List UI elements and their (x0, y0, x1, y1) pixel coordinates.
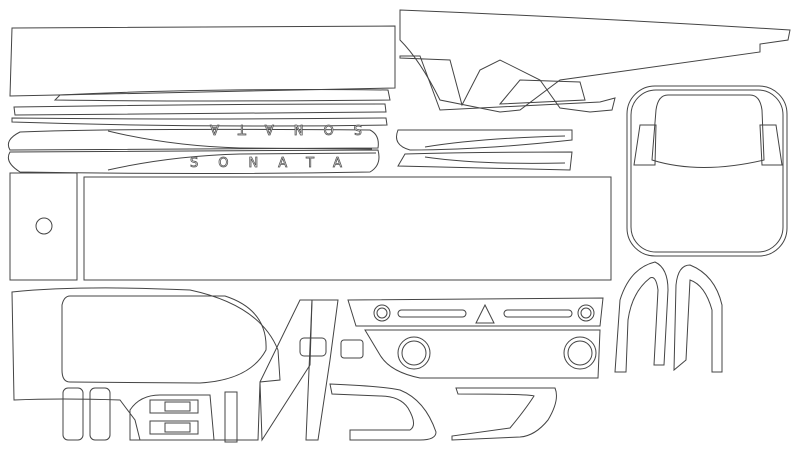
trim-strip-2 (13, 103, 387, 116)
upper-wing-inner (498, 79, 586, 105)
climate-knob-right-inner (567, 340, 593, 366)
climate-panel (364, 329, 601, 379)
small-button-square (340, 339, 364, 359)
arch-left (614, 261, 669, 373)
emblem-text-lower: SONATA (190, 156, 362, 171)
upper-wing-piece (399, 55, 616, 113)
switch-lower (149, 420, 199, 435)
side-strip-lower (397, 151, 573, 171)
emblem-strip-lower-inner (107, 152, 377, 171)
emblem-text-upper: SONATA (190, 121, 362, 136)
switch-upper-inner (164, 401, 191, 412)
hazard-slot-right (503, 309, 573, 318)
side-strip-upper (396, 129, 573, 151)
hazard-panel (347, 297, 604, 327)
cupholder-right (89, 387, 111, 441)
switch-panel (129, 394, 215, 441)
dashboard-right-strip (399, 9, 791, 113)
emblem-strip-upper-inner (107, 130, 373, 150)
hazard-knob-left-outer (373, 304, 391, 322)
arch-right (673, 264, 723, 373)
handle-trim-left (329, 383, 437, 441)
emblem-strip-upper (7, 128, 379, 151)
narrow-strip (224, 391, 238, 443)
console-frame-window (651, 94, 765, 168)
emblem-strip-lower (7, 149, 380, 174)
vent-left (633, 124, 657, 166)
climate-knob-right-outer (563, 336, 597, 370)
climate-knob-left-outer (397, 336, 431, 370)
small-button-left (299, 337, 327, 357)
hazard-triangle-icon (475, 303, 495, 324)
center-console (11, 287, 281, 441)
vent-right (759, 124, 783, 166)
hazard-knob-right-inner (580, 307, 592, 319)
cupholder-left (62, 387, 84, 441)
trim-strip-3 (11, 117, 388, 127)
console-frame-outer (626, 85, 788, 257)
switch-lower-inner (164, 422, 191, 433)
left-panel-hole (35, 217, 53, 235)
side-strip-upper-inner (424, 135, 566, 148)
trim-strip-1 (53, 89, 391, 102)
pillar-trim (305, 299, 339, 441)
left-panel (9, 172, 78, 281)
dashboard-top-strip (9, 25, 396, 97)
console-tray (61, 295, 267, 384)
hazard-knob-right-outer (577, 304, 595, 322)
side-strip-lower-inner (424, 156, 566, 164)
hazard-knob-left-inner (376, 307, 388, 319)
large-center-panel (83, 176, 612, 281)
switch-upper (149, 399, 199, 414)
console-side-trim (259, 299, 313, 442)
handle-trim-right (451, 387, 557, 441)
climate-knob-left-inner (401, 340, 427, 366)
hazard-slot-left (397, 309, 467, 318)
console-frame-inner (630, 89, 784, 253)
